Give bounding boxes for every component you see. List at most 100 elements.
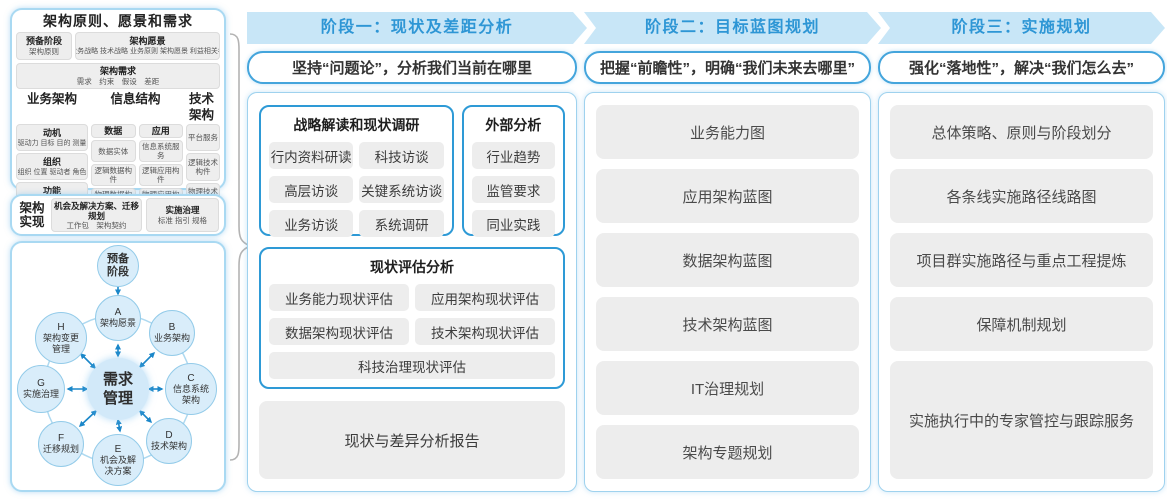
list-item: 技术架构现状评估 xyxy=(415,318,555,345)
list-item: 信息系统服务 xyxy=(142,142,180,160)
list-item: 系统调研 xyxy=(359,210,444,237)
cycle-node-center: 需求管理 xyxy=(87,358,149,420)
cycle-node-prep: 预备阶段 xyxy=(97,245,139,287)
list-item: 逻辑技术构件 xyxy=(188,157,218,176)
cycle-node-g: G 实施治理 xyxy=(17,365,65,413)
principles-title: 架构原则、愿景和需求 xyxy=(43,13,193,29)
phase-3-column: 阶段三：实施规划 强化“落地性”，解决“我们怎么去” 总体策略、原则与阶段划分 … xyxy=(878,0,1165,499)
cycle-node-id: G xyxy=(37,378,45,390)
cycle-node-id: F xyxy=(57,433,65,445)
evaluation-group-title: 现状评估分析 xyxy=(370,259,454,275)
cycle-node-id: C xyxy=(187,373,195,384)
cycle-node-id: H xyxy=(57,322,65,333)
prep-phase-sub: 架构原则 xyxy=(29,47,59,56)
cycle-node-label: 预备阶段 xyxy=(107,253,129,278)
business-arch-header: 业务架构 xyxy=(26,92,77,106)
list-item: 科技治理现状评估 xyxy=(269,352,555,379)
research-group: 战略解读和现状调研 行内资料研读 科技访谈 高层访谈 关键系统访谈 业务访谈 系… xyxy=(259,105,454,237)
opportunity-migration-box: 机会及解决方案、迁移规划 工作包 架构契约 xyxy=(51,198,142,232)
governance-items: 标准 指引 规格 xyxy=(157,216,208,225)
list-item: 监管要求 xyxy=(471,176,555,203)
list-item: 数据架构现状评估 xyxy=(269,318,409,345)
cycle-node-a: A 架构愿景 xyxy=(95,295,141,341)
phase-3-banner: 阶段三：实施规划 xyxy=(878,12,1165,44)
list-item: 数据实体 xyxy=(98,146,129,156)
motivation-title: 动机 xyxy=(42,127,61,138)
phases-container: 阶段一：现状及差距分析 坚持“问题论”，分析我们当前在哪里 战略解读和现状调研 … xyxy=(247,0,1165,499)
app-title: 应用 xyxy=(151,125,170,136)
list-item: 科技访谈 xyxy=(359,142,444,169)
phase-2-panel: 业务能力图 应用架构蓝图 数据架构蓝图 技术架构蓝图 IT治理规划 架构专题规划 xyxy=(584,92,871,492)
cycle-node-label: 业务架构 xyxy=(153,333,190,344)
list-item: 高层访谈 xyxy=(269,176,354,203)
cycle-node-label: 迁移规划 xyxy=(42,444,79,455)
cycle-node-b: B 业务架构 xyxy=(149,310,195,356)
phase-3-subtitle: 强化“落地性”，解决“我们怎么去” xyxy=(878,51,1165,84)
requirement-title: 架构需求 xyxy=(99,66,136,76)
data-title: 数据 xyxy=(104,125,123,136)
cycle-center-label: 需求管理 xyxy=(102,371,133,407)
research-group-title: 战略解读和现状调研 xyxy=(293,117,420,133)
list-item: 业务能力现状评估 xyxy=(269,284,409,311)
list-item: 技术架构蓝图 xyxy=(596,297,859,351)
list-item: 架构专题规划 xyxy=(596,425,859,479)
governance-title: 实施治理 xyxy=(165,205,200,215)
external-group-title: 外部分析 xyxy=(485,117,542,133)
list-item: 实施执行中的专家管控与跟踪服务 xyxy=(890,361,1153,479)
list-item: 逻辑应用构件 xyxy=(142,166,180,184)
organization-title: 组织 xyxy=(42,156,61,167)
cycle-node-label: 机会及解决方案 xyxy=(99,455,136,476)
principles-panel: 架构原则、愿景和需求 预备阶段 架构原则 架构愿景 业务战略 技术战略 业务原则… xyxy=(10,8,226,210)
list-item: 业务能力图 xyxy=(596,105,859,159)
phase-1-banner: 阶段一：现状及差距分析 xyxy=(247,12,587,44)
requirement-items: 需求 约束 假设 差距 xyxy=(76,77,160,86)
list-item: 业务访谈 xyxy=(269,210,354,237)
list-item: 行内资料研读 xyxy=(269,142,354,169)
info-structure-header: 信息结构 xyxy=(110,92,161,106)
prep-phase-title: 预备阶段 xyxy=(25,36,62,46)
prep-phase-box: 预备阶段 架构原则 xyxy=(16,32,72,60)
cycle-node-id: A xyxy=(114,307,122,319)
cycle-node-d: D 技术架构 xyxy=(146,418,192,464)
list-item: 同业实践 xyxy=(471,210,555,237)
cycle-node-id: B xyxy=(168,322,176,334)
evaluation-group: 现状评估分析 业务能力现状评估 应用架构现状评估 数据架构现状评估 技术架构现状… xyxy=(259,247,565,389)
requirement-box: 架构需求 需求 约束 假设 差距 xyxy=(16,63,220,89)
cycle-node-label: 架构变更管理 xyxy=(42,333,79,354)
cycle-node-id: D xyxy=(165,430,173,442)
organization-box: 组织 组织 位置 驱动者 角色 xyxy=(16,153,88,180)
opportunity-title: 机会及解决方案、迁移规划 xyxy=(53,200,139,221)
phase-2-banner: 阶段二：目标蓝图规划 xyxy=(584,12,881,44)
cycle-node-label: 架构愿景 xyxy=(99,318,136,329)
tech-arch-header: 技术架构 xyxy=(188,92,214,122)
list-item: 逻辑数据构件 xyxy=(94,166,133,184)
list-item: 保障机制规划 xyxy=(890,297,1153,351)
adm-cycle-panel: 预备阶段 A 架构愿景 B 业务架构 C 信息系统架构 D 技术架构 E 机会及… xyxy=(10,241,226,492)
phase-1-subtitle: 坚持“问题论”，分析我们当前在哪里 xyxy=(247,51,577,84)
implementation-governance-box: 实施治理 标准 指引 规格 xyxy=(145,198,219,232)
list-item: 行业趋势 xyxy=(471,142,555,169)
vision-box: 架构愿景 业务战略 技术战略 业务原则 架构愿景 利益相关者 xyxy=(75,32,220,60)
cycle-node-f: F 迁移规划 xyxy=(38,421,84,467)
list-item: 各条线实施路径线路图 xyxy=(890,169,1153,223)
function-title: 功能 xyxy=(42,185,61,196)
list-item: 应用架构现状评估 xyxy=(415,284,555,311)
motivation-box: 动机 驱动力 目标 目的 测量 xyxy=(16,124,88,151)
vision-items: 业务战略 技术战略 业务原则 架构愿景 利益相关者 xyxy=(75,48,220,55)
cycle-node-c: C 信息系统架构 xyxy=(165,363,217,415)
list-item: 数据架构蓝图 xyxy=(596,233,859,287)
list-item: 平台服务 xyxy=(188,133,218,143)
list-item: 总体策略、原则与阶段划分 xyxy=(890,105,1153,159)
list-item: 应用架构蓝图 xyxy=(596,169,859,223)
gap-analysis-report-box: 现状与差异分析报告 xyxy=(259,401,565,479)
cycle-node-h: H 架构变更管理 xyxy=(35,312,87,364)
vision-title: 架构愿景 xyxy=(129,36,166,46)
list-item: 项目群实施路径与重点工程提炼 xyxy=(890,233,1153,287)
phase-1-column: 阶段一：现状及差距分析 坚持“问题论”，分析我们当前在哪里 战略解读和现状调研 … xyxy=(247,0,577,499)
list-item: IT治理规划 xyxy=(596,361,859,415)
organization-items: 组织 位置 驱动者 角色 xyxy=(17,168,87,176)
realization-label: 架构实现 xyxy=(19,201,45,229)
realization-panel: 架构实现 机会及解决方案、迁移规划 工作包 架构契约 实施治理 标准 指引 规格 xyxy=(10,194,226,236)
phase-2-subtitle: 把握“前瞻性”，明确“我们未来去哪里” xyxy=(584,51,871,84)
